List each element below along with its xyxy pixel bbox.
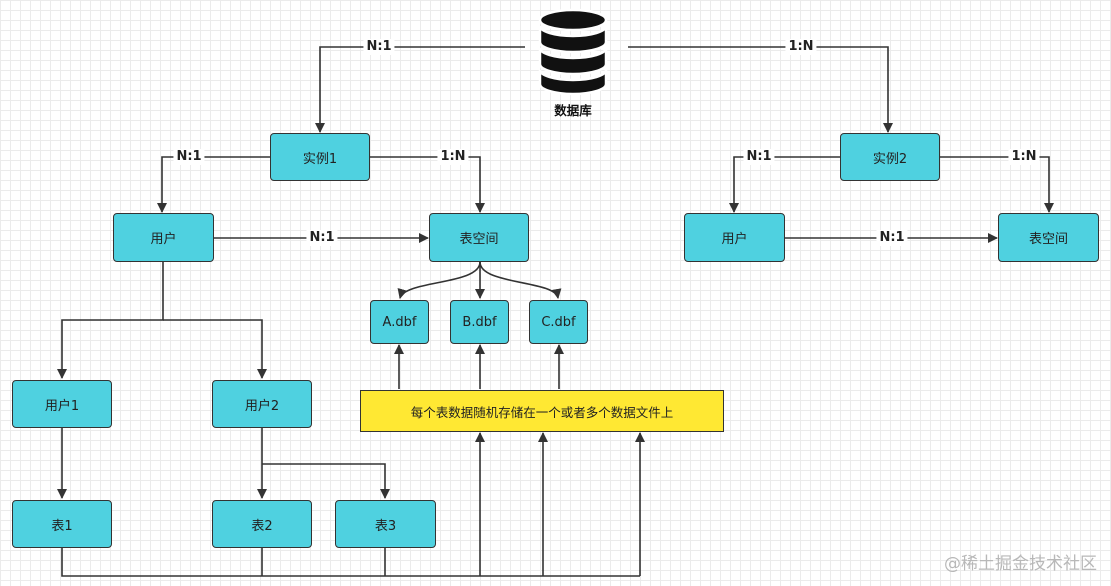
edge-db-instance2 — [628, 46, 893, 133]
relation-inst2-user: N:1 — [743, 149, 775, 165]
edge-ts-c — [479, 261, 562, 299]
relation-inst1-user: N:1 — [173, 149, 205, 165]
datafile-c[interactable]: C.dbf — [529, 300, 588, 344]
user-node[interactable]: 用户 — [113, 213, 214, 262]
database-label: 数据库 — [554, 103, 592, 118]
relation-inst2-tablespace: 1:N — [1008, 149, 1040, 165]
table1-node[interactable]: 表1 — [12, 500, 112, 548]
datafile-b[interactable]: B.dbf — [450, 300, 509, 344]
edge-inst1-tablespace — [370, 156, 485, 213]
relation-user-tablespace: N:1 — [306, 230, 338, 246]
tablespace-node[interactable]: 表空间 — [429, 213, 529, 262]
table3-node[interactable]: 表3 — [335, 500, 436, 548]
edge-ts-a — [397, 261, 481, 299]
edge-user2-table3 — [262, 463, 390, 499]
relation-user2-tablespace2: N:1 — [876, 230, 908, 246]
user2-node[interactable]: 用户2 — [212, 380, 312, 428]
instance2-node[interactable]: 实例2 — [840, 133, 940, 181]
edge-inst2-user — [729, 156, 840, 213]
datafile-a[interactable]: A.dbf — [370, 300, 429, 344]
user-node-right[interactable]: 用户 — [684, 213, 785, 262]
storage-note: 每个表数据随机存储在一个或者多个数据文件上 — [360, 390, 724, 432]
database-icon — [538, 8, 608, 96]
watermark: @稀土掘金技术社区 — [944, 554, 1097, 574]
edge-db-instance1 — [315, 46, 525, 133]
user1-node[interactable]: 用户1 — [12, 380, 112, 428]
table2-node[interactable]: 表2 — [212, 500, 312, 548]
instance1-node[interactable]: 实例1 — [270, 133, 370, 181]
tablespace-node-right[interactable]: 表空间 — [998, 213, 1099, 262]
edge-bottom-bus — [61, 548, 640, 577]
edge-inst1-user — [157, 156, 270, 213]
relation-inst1-tablespace: 1:N — [437, 149, 469, 165]
relation-db-instance1: N:1 — [363, 39, 395, 55]
relation-db-instance2: 1:N — [785, 39, 817, 55]
edge-user-split-right — [163, 319, 267, 379]
edge-inst2-tablespace — [940, 156, 1054, 213]
edge-user-split — [57, 262, 164, 379]
